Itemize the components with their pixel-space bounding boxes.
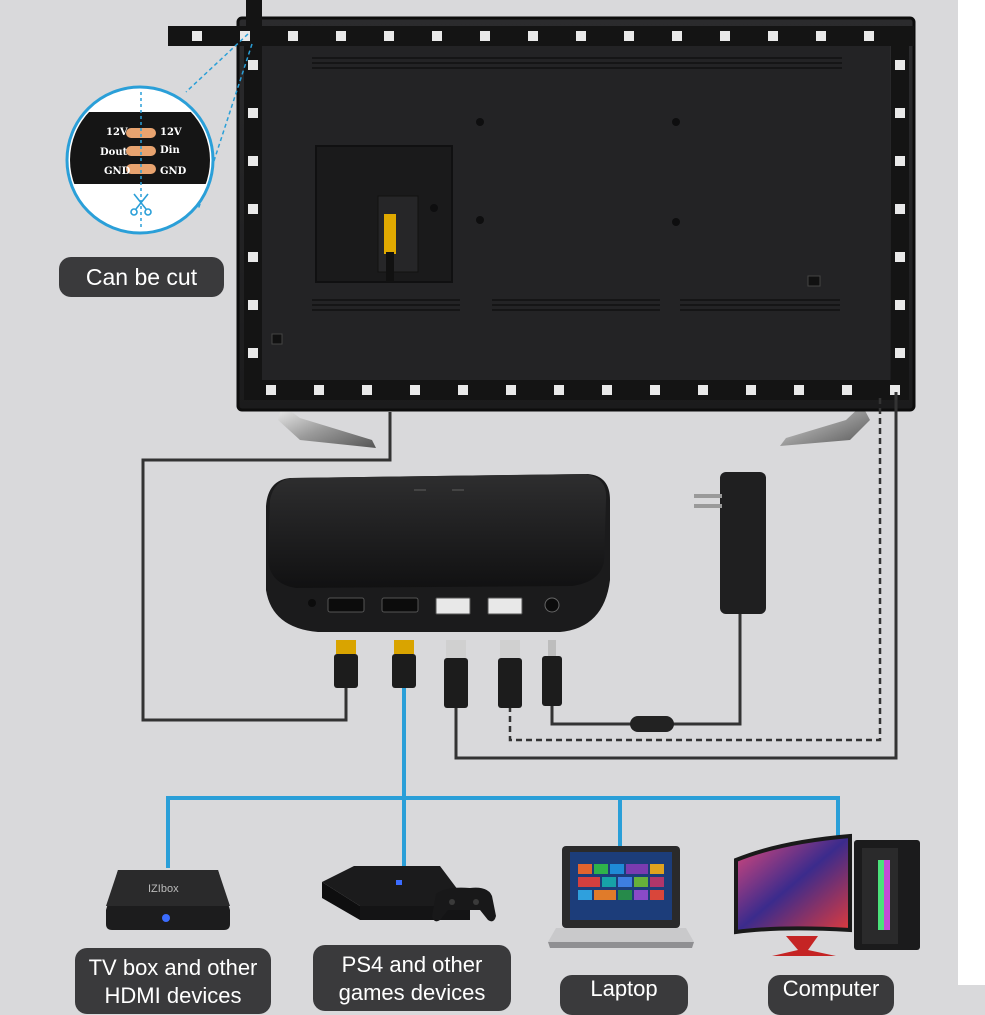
- strip-callout: 12V Dout GND 12V Din GND: [60, 87, 220, 233]
- led-chip: [506, 385, 516, 395]
- computer-label: Computer: [768, 975, 894, 1015]
- led-chip: [816, 31, 826, 41]
- led-chip: [266, 385, 276, 395]
- led-chip: [864, 31, 874, 41]
- tv-box-label-line2: HDMI devices: [75, 982, 271, 1010]
- led-chip: [895, 156, 905, 166]
- hdmi-sync-box: [266, 474, 610, 632]
- tv-box-device: IZIbox: [106, 870, 230, 930]
- led-chip: [384, 31, 394, 41]
- tv-box-label: TV box and other HDMI devices: [75, 948, 271, 1014]
- led-chip: [672, 31, 682, 41]
- led-chip: [248, 300, 258, 310]
- power-cable-ferrite: [630, 716, 674, 732]
- led-chip: [895, 300, 905, 310]
- laptop-device: [548, 846, 694, 948]
- power-adapter: [694, 472, 766, 614]
- ps4-label-line2: games devices: [313, 979, 511, 1007]
- computer-device: [736, 836, 920, 956]
- led-chip: [458, 385, 468, 395]
- laptop-label: Laptop: [560, 975, 688, 1015]
- hdmi-source-line: [168, 688, 838, 868]
- pad-right-2: GND: [160, 166, 187, 177]
- led-chip: [288, 31, 298, 41]
- pad-right-0: 12V: [160, 127, 182, 138]
- led-chip: [720, 31, 730, 41]
- usb-plug-power: [498, 640, 522, 708]
- led-chip: [895, 204, 905, 214]
- led-chip: [576, 31, 586, 41]
- led-chip: [698, 385, 708, 395]
- led-chip: [432, 31, 442, 41]
- led-chip: [248, 252, 258, 262]
- led-chip: [336, 31, 346, 41]
- hdmi-plug-in: [334, 640, 358, 688]
- led-chip: [895, 252, 905, 262]
- ps4-label: PS4 and other games devices: [313, 945, 511, 1011]
- led-chip: [624, 31, 634, 41]
- usb-plug-led: [444, 640, 468, 708]
- tv-box-brand: IZIbox: [148, 883, 179, 895]
- led-chip: [746, 385, 756, 395]
- led-chip: [895, 348, 905, 358]
- ps4-label-line1: PS4 and other: [313, 951, 511, 979]
- led-chip: [528, 31, 538, 41]
- laptop-label-text: Laptop: [560, 975, 688, 1003]
- led-chip: [248, 156, 258, 166]
- led-chip: [554, 385, 564, 395]
- dc-plug: [542, 640, 562, 706]
- tv-box-label-line1: TV box and other: [75, 954, 271, 982]
- pad-left-1: Dout: [100, 147, 128, 158]
- pad-left-0: 12V: [106, 127, 128, 138]
- led-chip: [794, 385, 804, 395]
- led-chip: [362, 385, 372, 395]
- led-chip: [842, 385, 852, 395]
- led-chip: [895, 60, 905, 70]
- pad-left-2: GND: [104, 166, 131, 177]
- ps4-device: [322, 866, 496, 921]
- led-chip: [192, 31, 202, 41]
- can-be-cut-label: Can be cut: [59, 257, 224, 297]
- led-chip: [248, 204, 258, 214]
- led-chip: [602, 385, 612, 395]
- hdmi-plug-out: [392, 640, 416, 688]
- led-chip: [895, 108, 905, 118]
- led-chip: [650, 385, 660, 395]
- led-chip: [768, 31, 778, 41]
- led-chip: [248, 108, 258, 118]
- led-chip: [314, 385, 324, 395]
- led-chip: [248, 60, 258, 70]
- pad-right-1: Din: [160, 145, 180, 156]
- can-be-cut-text: Can be cut: [59, 257, 224, 297]
- product-illustration: 12V Dout GND 12V Din GND: [0, 0, 985, 985]
- led-chip: [410, 385, 420, 395]
- computer-label-text: Computer: [768, 975, 894, 1003]
- led-chip: [248, 348, 258, 358]
- led-chip: [480, 31, 490, 41]
- tv-back-panel: [238, 18, 914, 410]
